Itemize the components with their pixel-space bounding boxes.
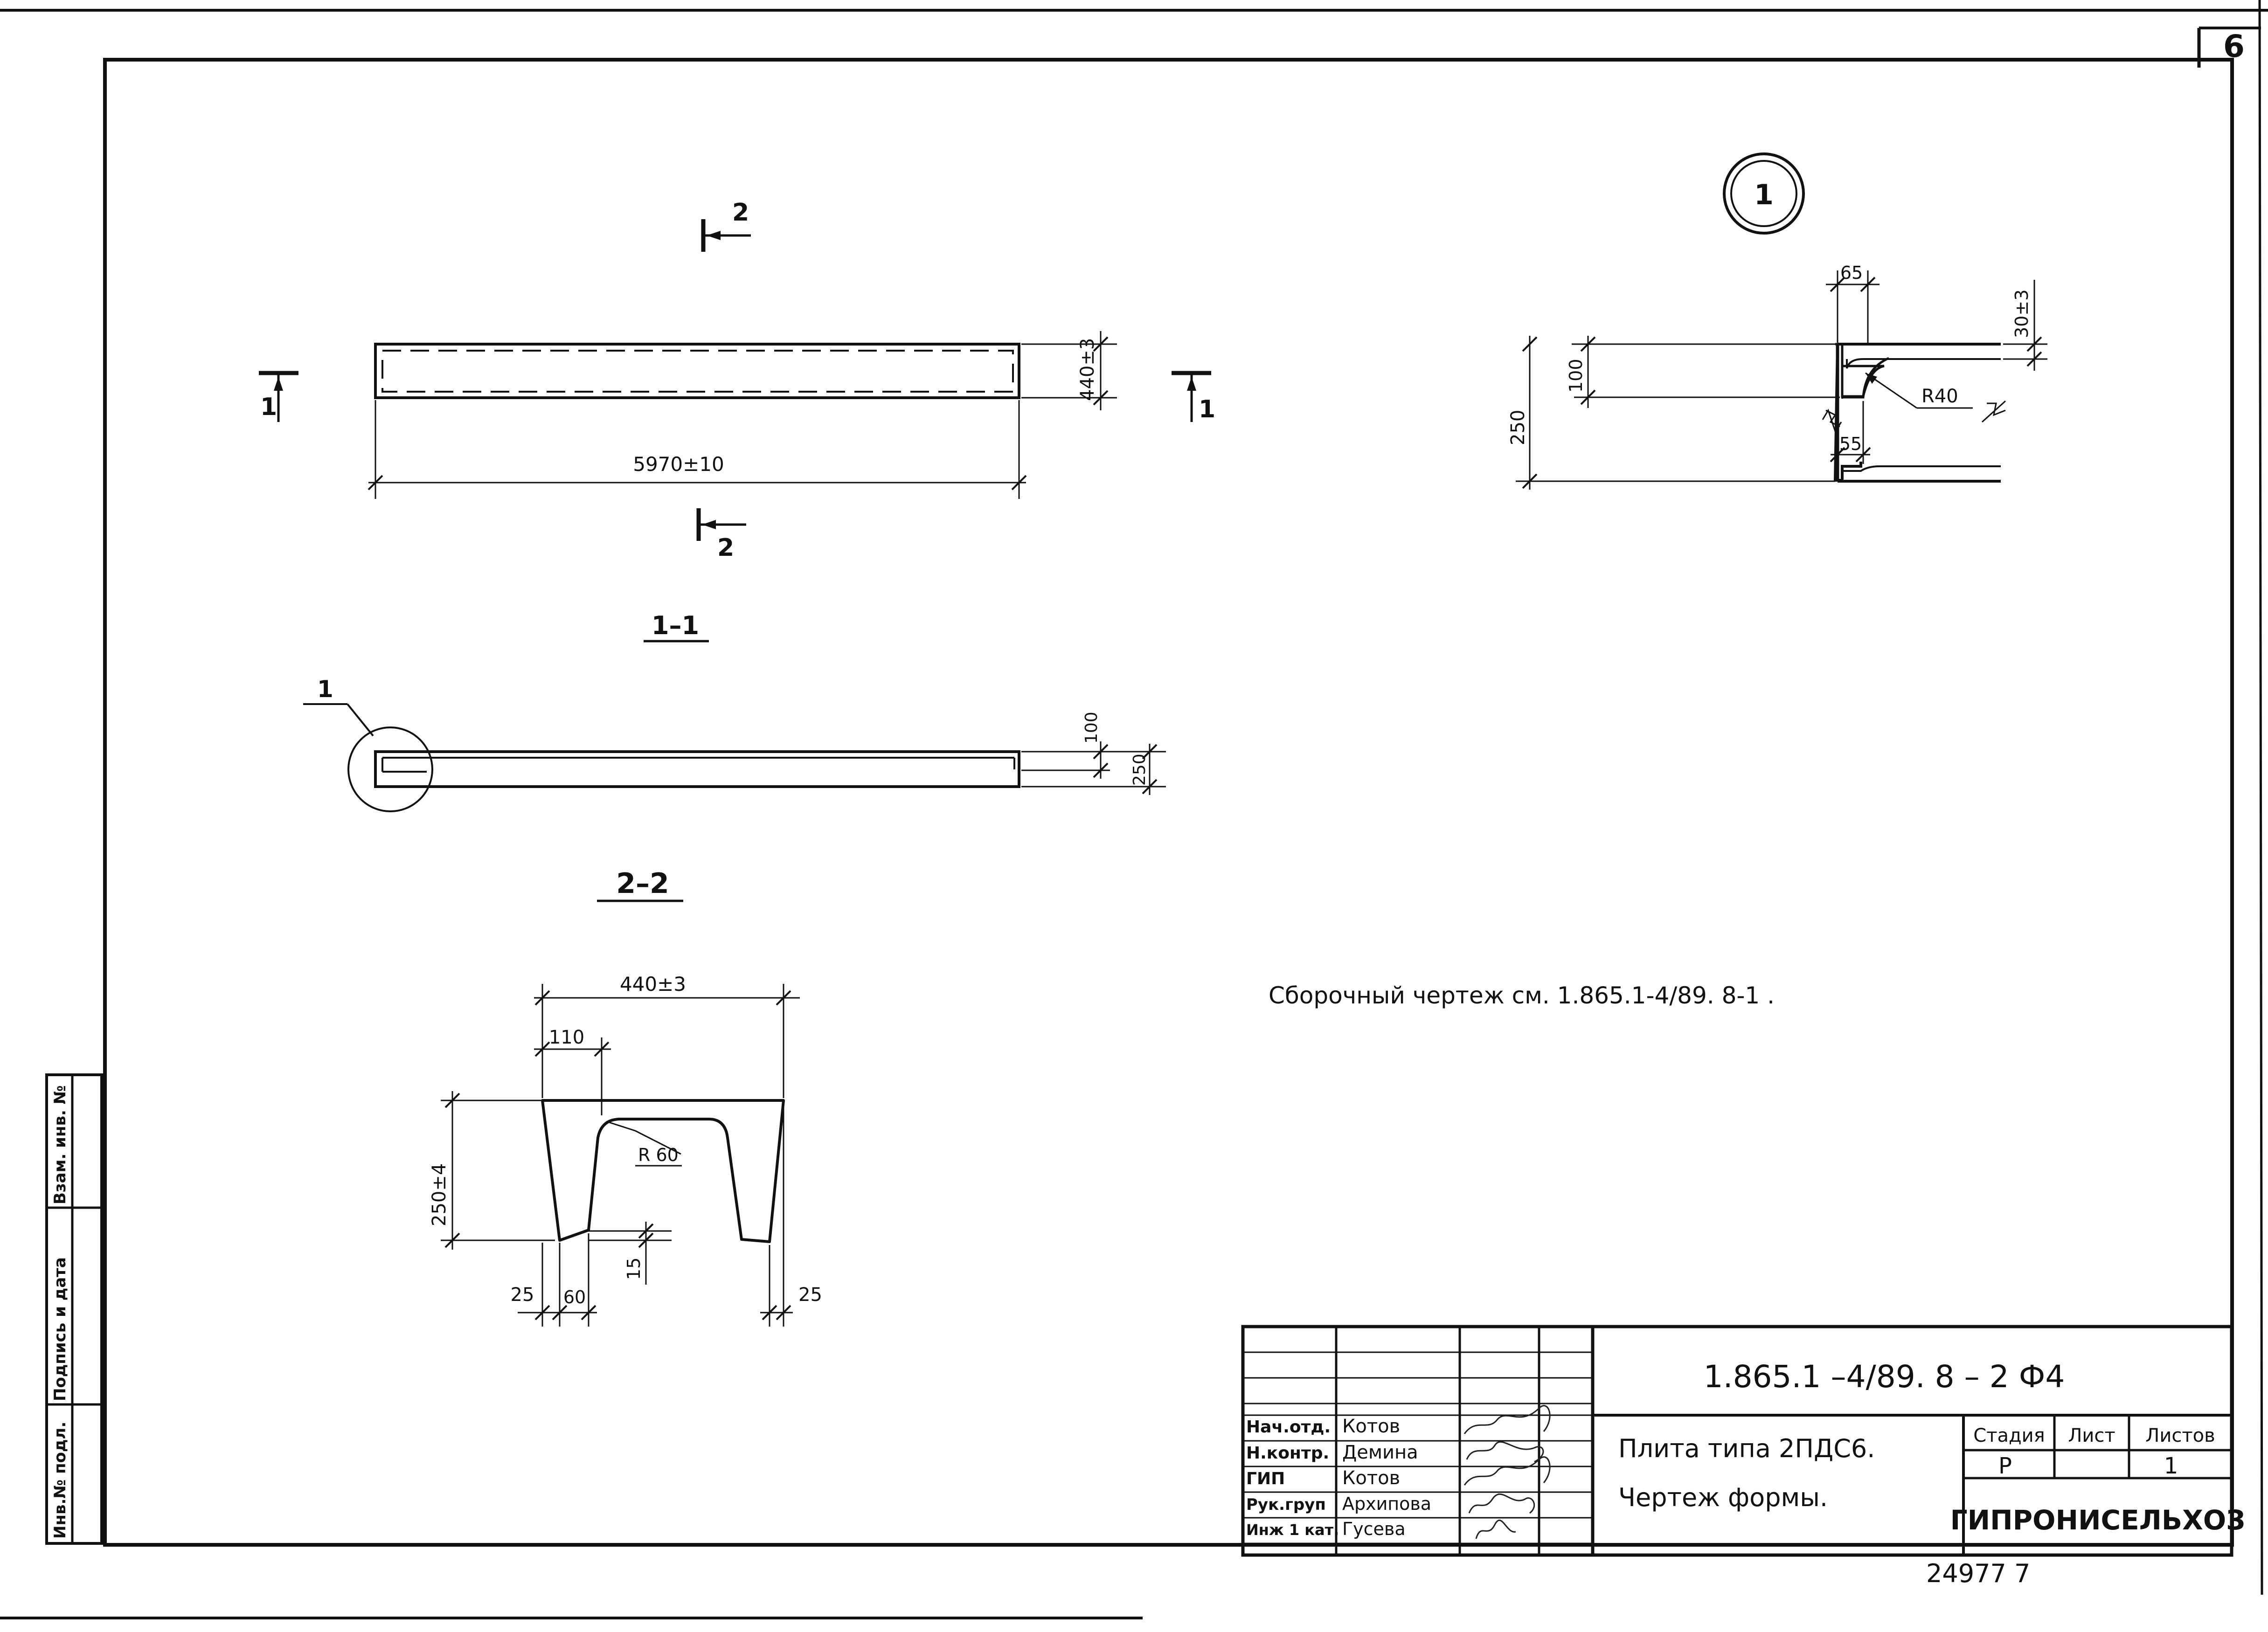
cut-1-left-label: 1 — [260, 393, 277, 421]
plan-hidden-lines — [381, 350, 1014, 393]
section-2-2-dim-60: 60 — [563, 1287, 586, 1307]
section-2-2-radius: R 60 — [638, 1145, 679, 1165]
cut-2-top-label: 2 — [732, 199, 749, 227]
detail-callout-label: 1 — [317, 676, 333, 703]
detail-1-dim-55: 55 — [1839, 434, 1862, 454]
section-1-1-dim-100: 100 — [1082, 712, 1101, 744]
section-2-2-dim-height: 250±4 — [429, 1163, 450, 1226]
side-stamp-vzam: Взам. инв. № — [51, 1085, 69, 1204]
tb-sheets-value: 1 — [2164, 1453, 2178, 1479]
sheet-number-box: 6 — [2197, 27, 2261, 68]
section-1-1-dim-250: 250 — [1130, 754, 1149, 786]
tb-role-5: Инж 1 кат. — [1246, 1521, 1339, 1539]
section-2-2-dim-25-left: 25 — [511, 1284, 534, 1306]
tb-role-1: Нач.отд. — [1246, 1418, 1331, 1437]
tb-document-code: 1.865.1 –4/89. 8 – 2 Ф4 — [1704, 1359, 2065, 1395]
plan-width-text: 440±3 — [1077, 338, 1098, 401]
section-2-2-dim-top: 440±3 — [620, 973, 686, 996]
detail-1-dim-250: 250 — [1507, 410, 1529, 445]
detail-1-dim-65: 65 — [1840, 263, 1863, 283]
tb-title-line-1: Плита типа 2ПДС6. — [1618, 1434, 1875, 1463]
sheet-number: 6 — [2223, 28, 2245, 64]
section-2-2: 2–2 440±3 110 R 60 250±4 — [429, 867, 822, 1327]
plan-length-dimension: 5970±10 — [368, 400, 1027, 499]
side-stamp-inv-podl: Инв.№ подл. — [51, 1422, 69, 1539]
section-2-2-dim-110: 110 — [549, 1027, 584, 1048]
scan-right-edge — [2258, 0, 2263, 1595]
section-2-2-dim-15: 15 — [624, 1258, 644, 1280]
plan-length-text: 5970±10 — [633, 453, 724, 476]
signatures — [1463, 1405, 1551, 1539]
tb-stage-header: Стадия — [1973, 1425, 2045, 1446]
detail-1-marker — [1723, 152, 1805, 235]
section-2-2-profile — [541, 1099, 785, 1243]
plan-outline — [374, 343, 1020, 399]
section-1-1: 1–1 1 100 250 — [303, 611, 1166, 812]
assembly-note: Сборочный чертеж см. 1.865.1-4/89. 8-1 . — [1269, 982, 1775, 1009]
section-1-1-title: 1–1 — [652, 611, 699, 640]
tb-sheets-header: Листов — [2145, 1425, 2215, 1446]
side-stamp: Инв.№ подл. Подпись и дата Взам. инв. № — [45, 1073, 103, 1545]
tb-name-2: Демина — [1342, 1442, 1418, 1463]
plan-view: 2 2 1 1 440±3 5970±1 — [259, 199, 1215, 562]
tb-name-1: Котов — [1342, 1416, 1400, 1437]
tb-name-3: Котов — [1342, 1467, 1400, 1489]
plan-width-dimension: 440±3 — [1021, 331, 1117, 410]
tb-sheet-header: Лист — [2068, 1425, 2115, 1446]
section-2-2-title: 2–2 — [616, 867, 669, 900]
tb-name-4: Архипова — [1342, 1494, 1431, 1514]
detail-1-dim-100: 100 — [1566, 359, 1586, 393]
detail-1: 1 65 — [1507, 152, 2047, 490]
detail-1-radius: R40 — [1921, 386, 1958, 407]
tb-name-5: Гусева — [1342, 1519, 1406, 1539]
detail-1-dim-30: 30±3 — [2011, 290, 2032, 338]
section-1-1-outline — [374, 750, 1020, 788]
bottom-archive-code: 24977 7 — [1926, 1559, 2030, 1588]
section-2-2-dim-25-right: 25 — [798, 1284, 822, 1306]
side-stamp-podpis: Подпись и дата — [51, 1257, 69, 1401]
drawing-frame — [103, 58, 2234, 1547]
tb-role-3: ГИП — [1246, 1469, 1285, 1488]
cut-2-bottom-label: 2 — [717, 534, 734, 562]
tb-title-line-2: Чертеж формы. — [1618, 1483, 1828, 1512]
title-block: Нач.отд. Котов Н.контр. Демина ГИП Котов… — [1241, 1325, 2246, 1557]
detail-1-marker-label: 1 — [1754, 179, 1774, 211]
tb-role-4: Рук.груп — [1246, 1495, 1326, 1514]
cut-1-right-label: 1 — [1199, 395, 1215, 423]
tb-stage-value: Р — [1998, 1453, 2012, 1479]
tb-role-2: Н.контр. — [1246, 1444, 1329, 1463]
tb-organization: ГИПРОНИСЕЛЬХОЗ — [1950, 1504, 2246, 1536]
detail-callout-circle — [347, 726, 433, 812]
